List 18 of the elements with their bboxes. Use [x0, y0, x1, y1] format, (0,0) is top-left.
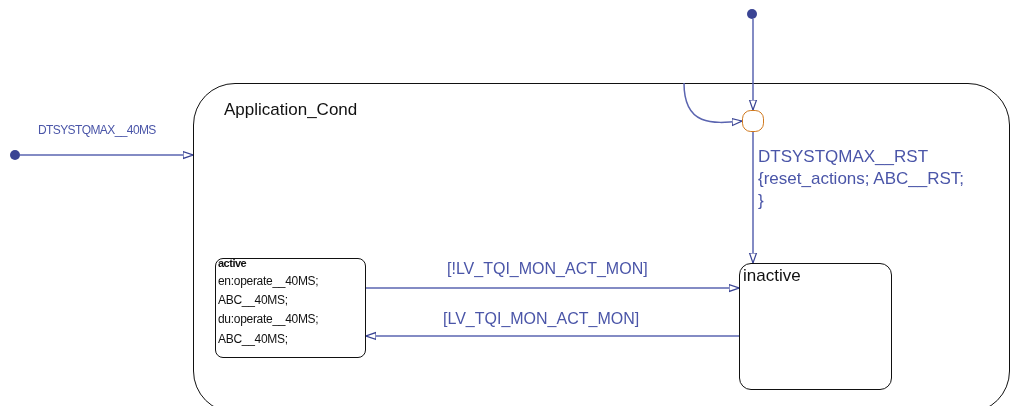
- start-dot: [747, 9, 757, 19]
- junction-octagon: [742, 110, 764, 132]
- transition-label: [LV_TQI_MON_ACT_MON]: [443, 309, 640, 330]
- state-name: Application_Cond: [224, 100, 358, 120]
- state-box: [215, 258, 366, 358]
- state-box: [739, 263, 892, 390]
- transition-arrow: [683, 82, 743, 127]
- state-name: active: [218, 257, 247, 269]
- transition-label: [!LV_TQI_MON_ACT_MON]: [447, 259, 648, 280]
- transition-label: DTSYSTQMAX__40MS: [38, 123, 156, 139]
- transition-arrow: [748, 18, 758, 111]
- transition-arrow: [365, 283, 740, 293]
- start-dot: [10, 150, 20, 160]
- transition-arrow: [19, 150, 194, 160]
- state-name: inactive: [743, 266, 801, 286]
- transition-arrow: [365, 331, 740, 341]
- transition-arrow: [748, 131, 758, 264]
- state-actions: en:operate__40MS; ABC__40MS; du:operate__40MS; ABC__40MS;: [218, 273, 320, 348]
